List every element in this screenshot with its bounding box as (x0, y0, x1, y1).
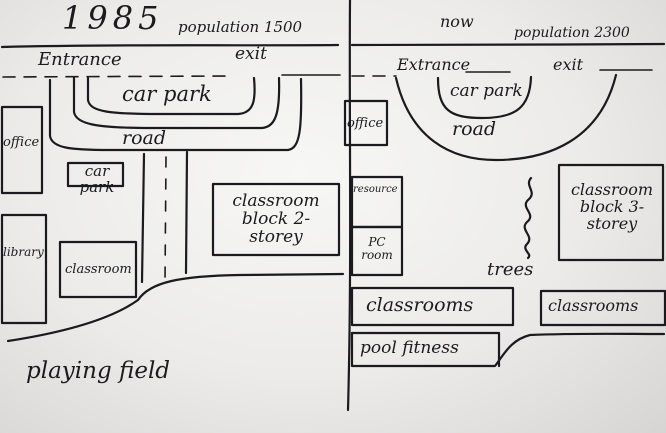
classrooms-label-2: classrooms (548, 296, 639, 315)
pc-room-label: PC room (361, 235, 393, 262)
entrance-label-now: Extrance (397, 55, 471, 74)
classroom-label-1985: classroom (65, 262, 132, 277)
car-park-curve-now (436, 75, 533, 120)
office-box-now (343, 99, 389, 147)
classroom-block-3-storey-label: classroom block 3-storey (570, 180, 654, 233)
classrooms-box-2 (539, 289, 666, 327)
office-label-1985: office (3, 135, 40, 150)
road-label-now: road (452, 118, 497, 140)
classroom-block-3-storey-box (557, 163, 665, 262)
car-park-label-1985: car park (122, 82, 212, 106)
trees-label: trees (487, 259, 534, 280)
left-dashed-gate-line (2, 75, 231, 78)
road-line-right (184, 150, 189, 275)
small-car-park-box (66, 161, 125, 188)
office-label-now: office (347, 116, 384, 131)
car-park-outline-1985 (86, 76, 256, 116)
resource-label: resource (353, 184, 398, 195)
road-line-left-1 (140, 152, 146, 284)
playing-field-label: playing field (26, 358, 171, 384)
library-box (0, 213, 48, 325)
classroom-block-2-storey-box (211, 182, 341, 257)
pool-fitness-left-edge (350, 331, 501, 368)
road-inner-curve-1985 (72, 76, 281, 130)
left-top-line (0, 43, 340, 49)
small-car-park-label: car park (79, 162, 115, 196)
classroom-box-1985 (58, 240, 138, 299)
pool-fitness-label: pool fitness (360, 338, 459, 358)
population-label-now: population 2300 (514, 25, 630, 41)
playing-field-boundary (6, 272, 345, 343)
tree-1 (523, 176, 533, 260)
car-park-label-now: car park (450, 81, 523, 101)
road-outer-curve-1985 (48, 77, 303, 152)
office-box-1985 (0, 105, 44, 195)
pc-room-box (350, 225, 404, 277)
library-label: library (3, 245, 44, 259)
road-label-1985: road (122, 127, 167, 149)
classroom-block-2-storey-label: classroom block 2-storey (232, 191, 320, 247)
population-label-1985: population 1500 (178, 18, 303, 36)
year-label-1985: 1985 (62, 0, 164, 37)
now-label: now (440, 12, 474, 31)
right-top-line (350, 42, 666, 47)
classrooms-label-1: classrooms (366, 294, 474, 316)
entrance-label-1985: Entrance (38, 49, 122, 70)
road-center-dashes (164, 156, 167, 283)
center-divider-line (346, 0, 352, 412)
classrooms-box-1 (350, 286, 515, 327)
exit-label-1985: exit (235, 44, 267, 64)
exit-label-now: exit (553, 55, 584, 74)
road-curve-now (394, 73, 618, 162)
